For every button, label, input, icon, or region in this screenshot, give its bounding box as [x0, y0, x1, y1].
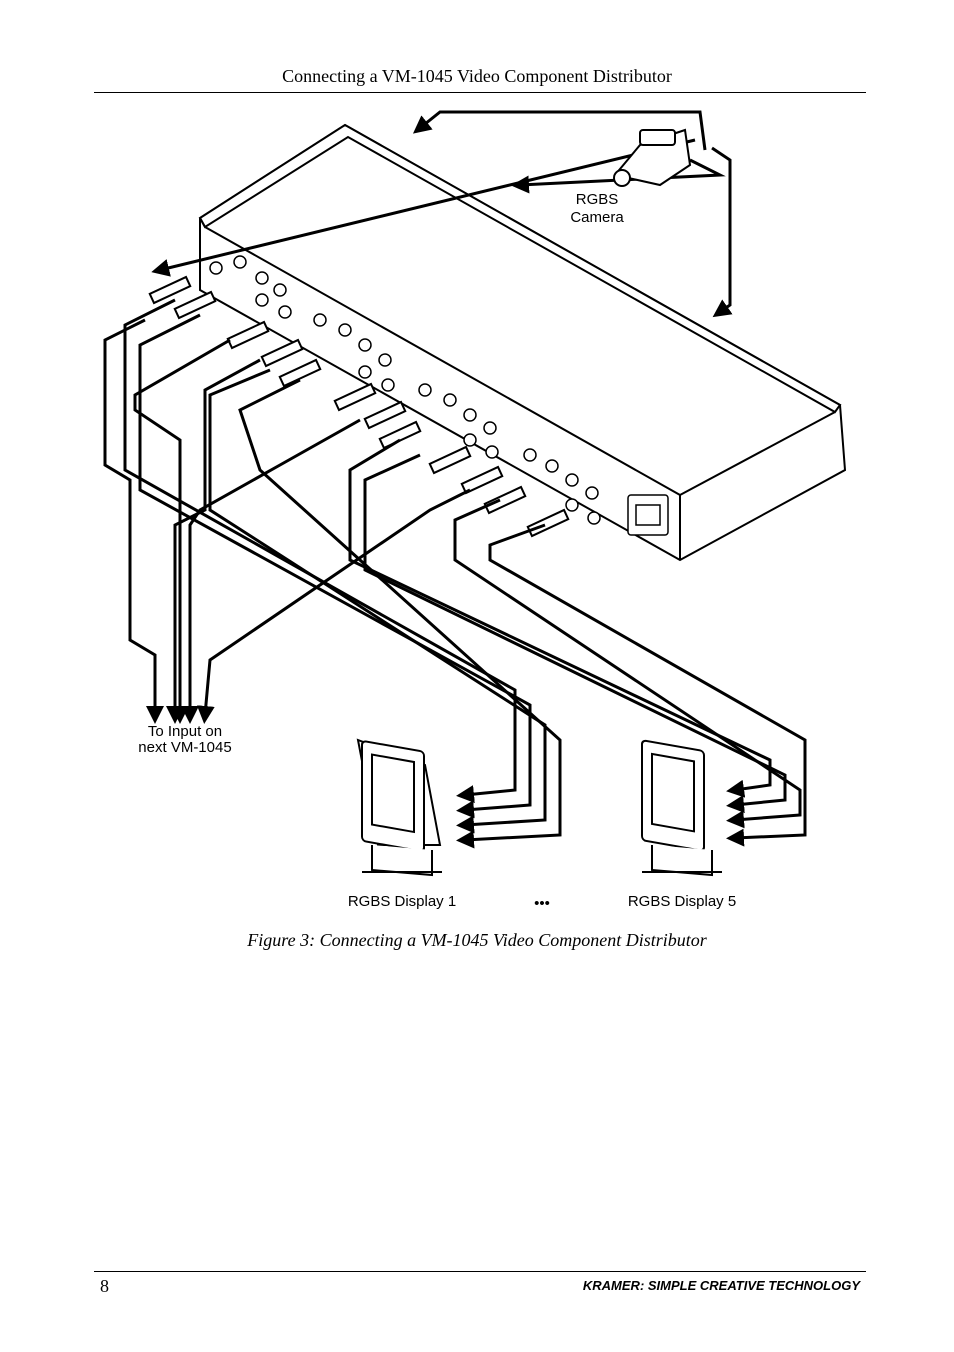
next-unit-label-line2: next VM-1045: [138, 739, 231, 756]
vm-1045-unit: [198, 123, 847, 562]
input-cables: [151, 110, 733, 318]
next-unit-label-line1: To Input on: [148, 723, 222, 740]
display-cables: [123, 298, 807, 849]
ellipsis: •••: [534, 895, 550, 912]
figure-caption: Figure 3: Connecting a VM-1045 Video Com…: [247, 930, 707, 950]
camera-label-line2: Camera: [570, 209, 624, 226]
bnc-cable-ends: [148, 275, 570, 538]
footer-rule: [94, 1271, 866, 1272]
header-rule: [94, 92, 866, 93]
camera-label-line1: RGBS: [576, 191, 619, 208]
rear-panel-connectors: [209, 255, 669, 536]
footer-brand: KRAMER: SIMPLE CREATIVE TECHNOLOGY: [582, 1278, 860, 1293]
display-5-label: RGBS Display 5: [628, 893, 736, 910]
display-1-icon: [356, 738, 442, 877]
loop-through-cables: [103, 318, 471, 724]
display-5-icon: [641, 739, 722, 877]
page-number: 8: [100, 1276, 109, 1296]
camera-icon: [613, 128, 692, 187]
page-header-title: Connecting a VM-1045 Video Component Dis…: [282, 66, 672, 86]
display-1-label: RGBS Display 1: [348, 893, 456, 910]
